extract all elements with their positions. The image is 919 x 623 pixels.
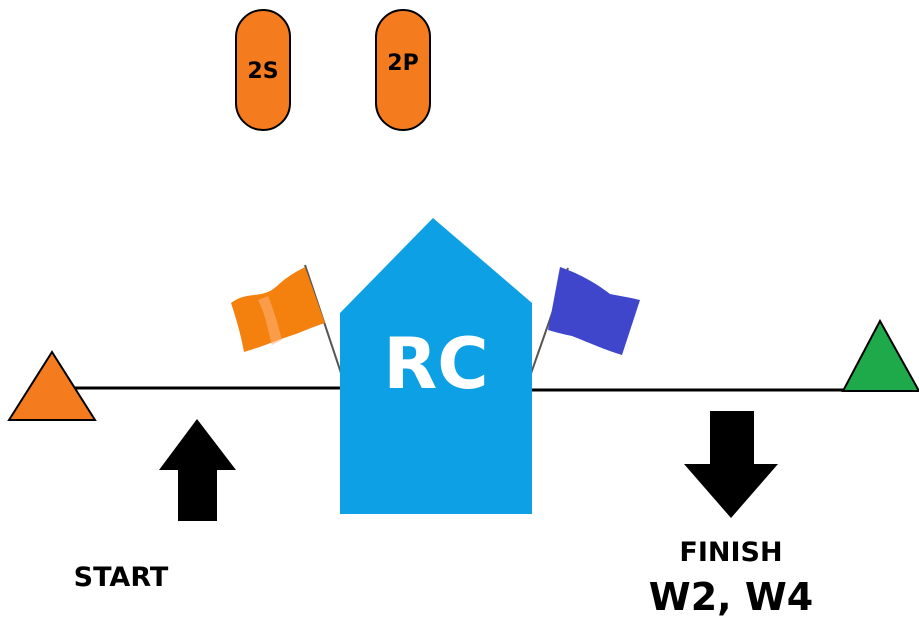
start-label: START xyxy=(74,562,169,593)
blue-flag-icon xyxy=(548,267,640,355)
finish-pin-triangle-buoy-icon xyxy=(841,318,919,392)
mark-2p-label: 2P xyxy=(387,51,418,76)
mark-2p: 2P xyxy=(375,9,431,131)
finish-legs-label: W2, W4 xyxy=(649,575,813,619)
committee-boat-label: RC xyxy=(383,323,488,405)
mark-2s-buoy xyxy=(235,9,291,131)
orange-flag-fold xyxy=(258,296,282,345)
finish-label: FINISH xyxy=(679,537,782,568)
start-pin-triangle-buoy-icon xyxy=(7,350,97,421)
mark-2s: 2S xyxy=(235,9,291,131)
finish-arrow-down-icon xyxy=(684,411,778,518)
orange-flag-pole xyxy=(304,264,347,389)
mark-2p-buoy xyxy=(375,9,431,131)
mark-2s-label: 2S xyxy=(247,59,278,84)
orange-flag-icon xyxy=(231,267,325,352)
committee-boat xyxy=(340,218,532,514)
start-arrow-up-icon xyxy=(159,419,236,521)
